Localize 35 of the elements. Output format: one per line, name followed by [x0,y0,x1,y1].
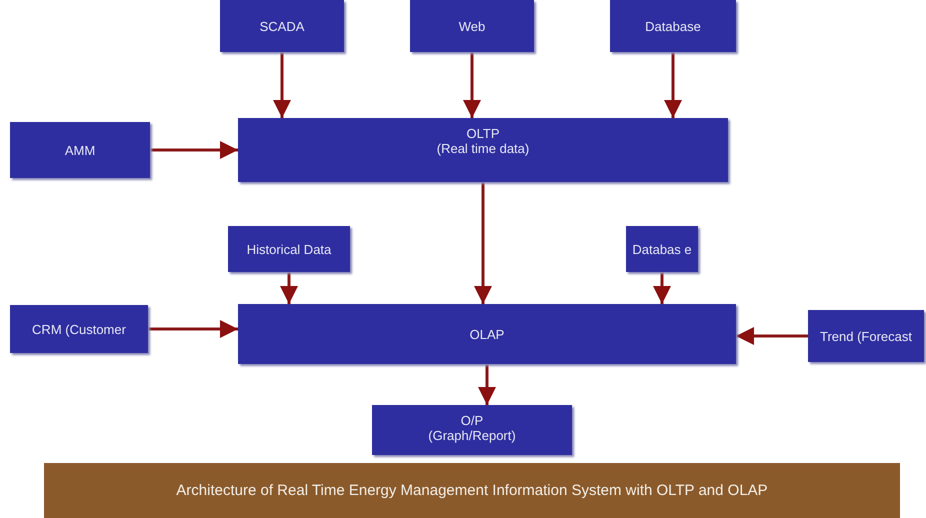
node-label: (Real time data) [436,141,530,156]
process-box [228,226,350,272]
process-box [10,305,148,353]
node-label: Databas e [631,242,693,256]
arrow [463,52,481,118]
node-label: Web [458,18,486,34]
arrow [150,141,238,159]
node-label: Database [644,18,702,34]
arrow [148,320,238,338]
arrow [280,272,298,304]
node-label: SCADA [258,18,306,34]
process-box [220,0,344,52]
arrow [664,52,682,118]
process-box [372,405,572,455]
node-label: O/P [460,413,484,428]
process-box [238,304,736,364]
arrow [736,327,808,345]
arrow [474,182,492,304]
process-box [610,0,736,52]
arrow [478,364,496,405]
node-label: CRM (Customer [31,322,127,336]
node-label: OLTP [466,126,500,141]
node-label: AMM [64,142,96,158]
process-box [10,122,150,178]
arrow [653,272,671,304]
node-label: Historical Data [246,242,332,256]
caption: Architecture of Real Time Energy Management Information System with OLTP and OLAP [44,463,900,518]
node-label: (Graph/Report) [427,428,517,443]
arrow [273,52,291,118]
process-box [238,118,728,182]
process-box [626,226,698,272]
node-label: OLAP [468,326,506,342]
node-label: Trend (Forecast [819,328,913,344]
process-box [410,0,534,52]
process-box [808,310,924,362]
